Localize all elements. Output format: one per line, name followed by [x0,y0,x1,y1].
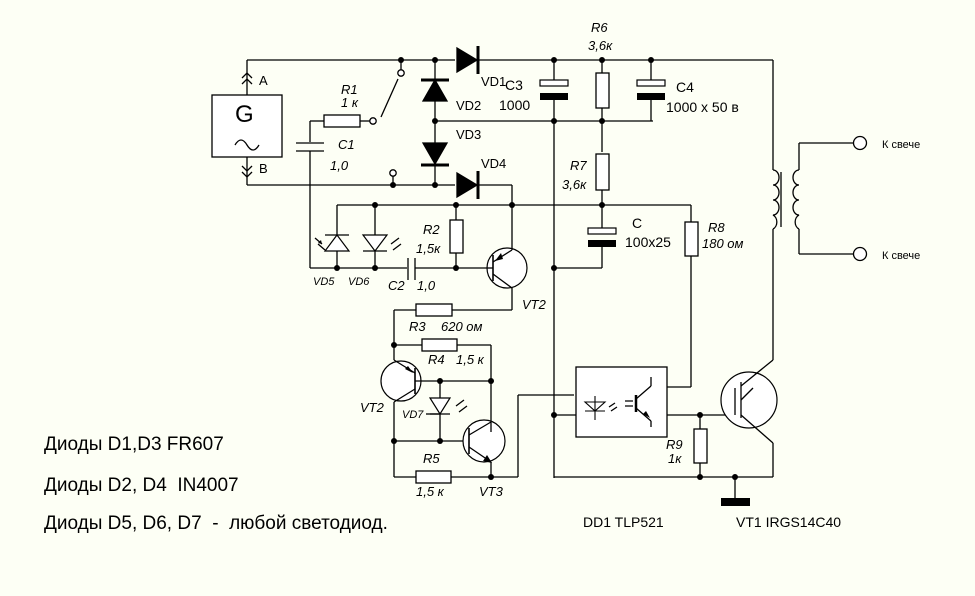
r7-name: R7 [570,158,587,173]
r9-value: 1к [668,451,682,466]
vd6-label: VD6 [348,276,370,288]
optocoupler-part-label: DD1 TLP521 [583,514,664,530]
c2-name: C2 [388,278,405,293]
r9-name: R9 [666,437,683,452]
c2-value: 1,0 [417,278,436,293]
vd2-label: VD2 [456,98,481,113]
c1-value: 1,0 [330,158,349,173]
capacitor-c [587,227,617,235]
opto-transistor-icon [625,377,652,427]
vd7-label: VD7 [402,409,424,421]
opto-led-icon [583,396,618,420]
resistor-r1 [323,114,361,128]
led-vd6 [361,234,402,252]
diode-vd2 [421,78,449,102]
terminal-a-label: A [259,73,268,88]
resistor-r9 [693,428,708,464]
ignition-coil [772,169,800,230]
note-line-1: Диоды D1,D3 FR607 [44,434,224,455]
vd5-label: VD5 [313,276,335,288]
r1-name: R1 [341,82,358,97]
r4-name: R4 [428,352,445,367]
resistor-r5 [415,470,452,484]
switch-contact [397,69,405,77]
resistor-r8 [684,221,699,257]
r1-value: 1 к [341,95,359,110]
switch-contact [389,169,397,177]
r7-value: 3,6к [562,177,587,192]
switch-lever [380,78,399,118]
resistor-r7 [595,153,610,191]
vd3-label: VD3 [456,127,481,142]
led-vd5 [314,234,351,252]
r3-value: 620 ом [441,319,483,334]
resistor-r4 [421,338,458,352]
generator-box [211,94,283,158]
c3-value: 1000 [499,97,530,113]
igbt-vt1 [720,359,778,444]
igbt-part-label: VT1 IRGS14C40 [736,514,841,530]
generator-symbol: G [235,101,254,128]
connector-icon [241,72,253,85]
diode-vd3 [421,142,449,167]
vt2-mid-label: VT2 [360,400,385,415]
note-line-3: Диоды D5, D6, D7 - любой светодиод. [44,513,388,534]
vd4-label: VD4 [481,156,506,171]
capacitor-c3 [539,79,569,87]
c3-name: C3 [505,77,523,93]
ground-icon [721,498,750,506]
r5-value: 1,5 к [416,484,445,499]
generator: G A B [211,60,283,185]
c-name: C [632,215,642,231]
r6-value: 3,6к [588,38,613,53]
r2-name: R2 [423,222,440,237]
spark-label-1: К свече [882,139,920,151]
terminal-b-label: B [259,161,268,176]
resistor-r6 [595,72,610,109]
connector-icon [241,165,253,178]
vt3-label: VT3 [479,484,504,499]
spark-label-2: К свече [882,250,920,262]
vt2-top-label: VT2 [522,297,547,312]
c4-name: C4 [676,79,694,95]
c-value: 100х25 [625,234,671,250]
diode-vd4 [456,171,480,199]
r2-value: 1,5к [416,241,441,256]
transistor-vt2-top [486,247,528,289]
r6-name: R6 [591,20,608,35]
spark-terminal-1 [852,135,868,151]
r5-name: R5 [423,451,440,466]
sine-icon [234,139,260,151]
transistor-vt3 [462,419,506,463]
r8-value: 180 ом [702,236,744,251]
c4-value: 1000 х 50 в [666,99,739,115]
c1-name: C1 [338,137,355,152]
r4-value: 1,5 к [456,352,485,367]
led-vd7 [428,397,468,416]
switch-contact [369,117,377,125]
capacitor-c4 [636,79,666,87]
vd1-label: VD1 [481,74,506,89]
diode-vd1 [456,46,480,74]
r3-name: R3 [409,319,426,334]
spark-terminal-2 [852,246,868,262]
resistor-r3 [415,303,453,317]
resistor-r2 [449,219,464,254]
r8-name: R8 [708,220,725,235]
note-line-2: Диоды D2, D4 IN4007 [44,475,239,496]
